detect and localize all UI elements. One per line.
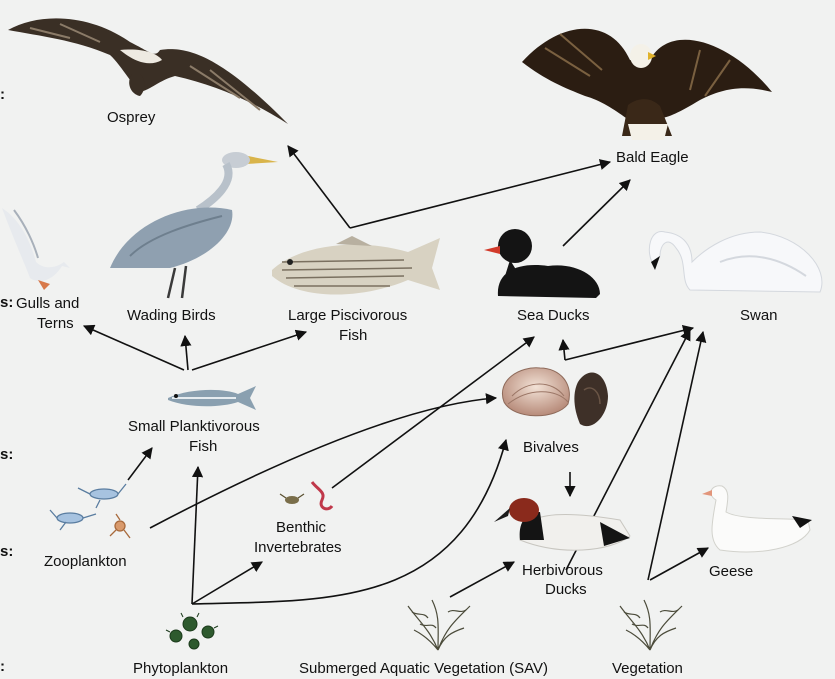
arrow-phyto-benthic	[191, 561, 263, 605]
striped-bass-icon	[272, 236, 440, 295]
level-mark-4: s:	[0, 543, 14, 560]
arrow-smallfish-gulls	[82, 324, 185, 371]
label-phytoplankton: Phytoplankton	[133, 660, 229, 677]
swan-icon	[648, 231, 823, 293]
arrow-smallfish-wading	[180, 334, 192, 371]
snow-goose-icon	[702, 485, 812, 553]
level-mark-1: :	[0, 86, 5, 103]
level-mark-3: s:	[0, 446, 14, 463]
label-geese: Geese	[709, 563, 754, 580]
label-herbivorous: Herbivorous	[522, 562, 603, 579]
level-mark-5: :	[0, 658, 5, 675]
arrow-to-bald-eagle	[349, 159, 612, 229]
arrow-to-seaducks-up	[558, 338, 570, 361]
copepod-icon	[49, 483, 131, 539]
label-bald-eagle: Bald Eagle	[616, 149, 689, 166]
label-zooplankton: Zooplankton	[44, 553, 127, 570]
arrow-sav-herbducks	[449, 561, 515, 598]
label-small-planktivorous: Small Planktivorous	[128, 418, 260, 435]
anchovy-icon	[168, 386, 256, 410]
label-large-piscivorous: Large Piscivorous	[288, 307, 408, 324]
label-sav: Submerged Aquatic Vegetation (SAV)	[299, 660, 549, 677]
arrow-phyto-bivalves	[191, 438, 509, 605]
mussel-icon	[574, 372, 608, 427]
worm-icon	[279, 481, 334, 511]
level-mark-2: s:	[0, 294, 14, 311]
arrow-phyto-smallfish	[191, 465, 204, 605]
arrow-veg-geese	[649, 547, 709, 581]
sea-duck-icon	[484, 229, 600, 298]
label-osprey: Osprey	[107, 109, 156, 126]
gull-icon	[2, 208, 70, 290]
arrow-seaducks-eagle	[562, 179, 631, 247]
label-swan: Swan	[740, 307, 778, 324]
vegetation-icon	[619, 599, 683, 651]
arrow-benthic-seaducks	[331, 336, 535, 489]
label-bivalves: Bivalves	[523, 439, 579, 456]
bald-eagle-icon	[522, 28, 772, 140]
phytoplankton-icon	[165, 612, 219, 650]
eelgrass-icon	[407, 599, 471, 651]
arrow-zoo-smallfish	[127, 447, 153, 481]
label-gulls-and: Gulls and	[16, 295, 80, 312]
label-sea-ducks: Sea Ducks	[517, 307, 590, 324]
arrow-smallfish-largefish	[191, 329, 308, 371]
label-small-fish: Fish	[189, 438, 218, 455]
osprey-icon	[8, 18, 288, 124]
canvasback-icon	[494, 498, 631, 551]
arrow-to-osprey	[287, 145, 351, 229]
clam-icon	[501, 367, 570, 417]
label-wading-birds: Wading Birds	[127, 307, 216, 324]
label-large-fish: Fish	[339, 327, 368, 344]
heron-icon	[110, 152, 278, 299]
arrow-veg-swan	[647, 330, 707, 581]
label-vegetation: Vegetation	[612, 660, 683, 677]
label-benthic: Benthic	[276, 519, 327, 536]
label-invertebrates: Invertebrates	[254, 539, 342, 556]
arrow-zoo-bivalves	[149, 393, 498, 529]
label-terns: Terns	[37, 315, 74, 332]
arrow-to-swan-from-seaducks	[564, 325, 695, 361]
label-ducks: Ducks	[545, 581, 587, 598]
